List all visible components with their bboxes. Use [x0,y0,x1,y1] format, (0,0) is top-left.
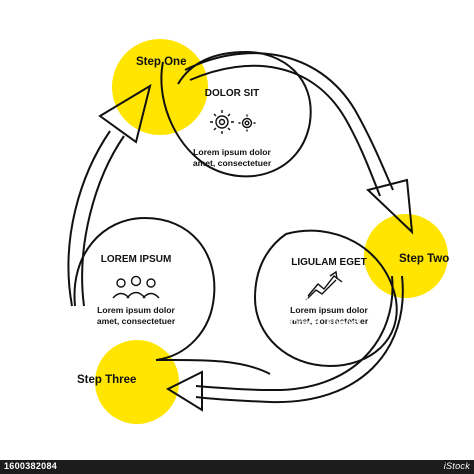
istock-watermark: iStock Credit: khvost [280,294,361,329]
card-title-ligulam-eget: LIGULAM EGET [291,257,367,268]
footer-brand: iStock [443,461,470,471]
card-body-line-2: amet, consectetuer [290,316,369,326]
card-body-line-2: amet, consectetuer [193,158,272,168]
footer-image-id: 1600382084 [4,461,58,471]
arrow-two-to-three [165,275,404,412]
card-outline-two [253,229,398,368]
footer-bar: 1600382084 iStock [0,460,474,474]
card-title-dolor-sit: DOLOR SIT [205,88,259,99]
step-three-accent [95,340,179,424]
card-outline-three [73,216,271,375]
card-body-line-2: amet, consectetuer [97,316,176,326]
step-three-label: Step Three [77,374,136,386]
step-two-accent [364,214,448,298]
card-body-line-1: Lorem ipsum dolor [97,305,175,315]
card-body-line-1: Lorem ipsum dolor [193,147,271,157]
arrow-three-to-one [67,83,152,307]
card-outline-one [160,50,312,178]
card-title-lorem-ipsum: LOREM IPSUM [101,254,172,265]
svg-text:Credit: khvost: Credit: khvost [290,317,361,329]
rising-chart-icon [305,270,343,301]
svg-text:iStock: iStock [280,294,312,306]
card-body-line-1: Lorem ipsum dolor [290,305,368,315]
step-one-accent [112,39,208,135]
people-group-icon [112,275,160,299]
gears-icon [210,110,256,134]
arrow-one-to-two [184,52,414,235]
step-two-label: Step Two [399,253,449,265]
step-one-label: Step One [136,56,186,68]
